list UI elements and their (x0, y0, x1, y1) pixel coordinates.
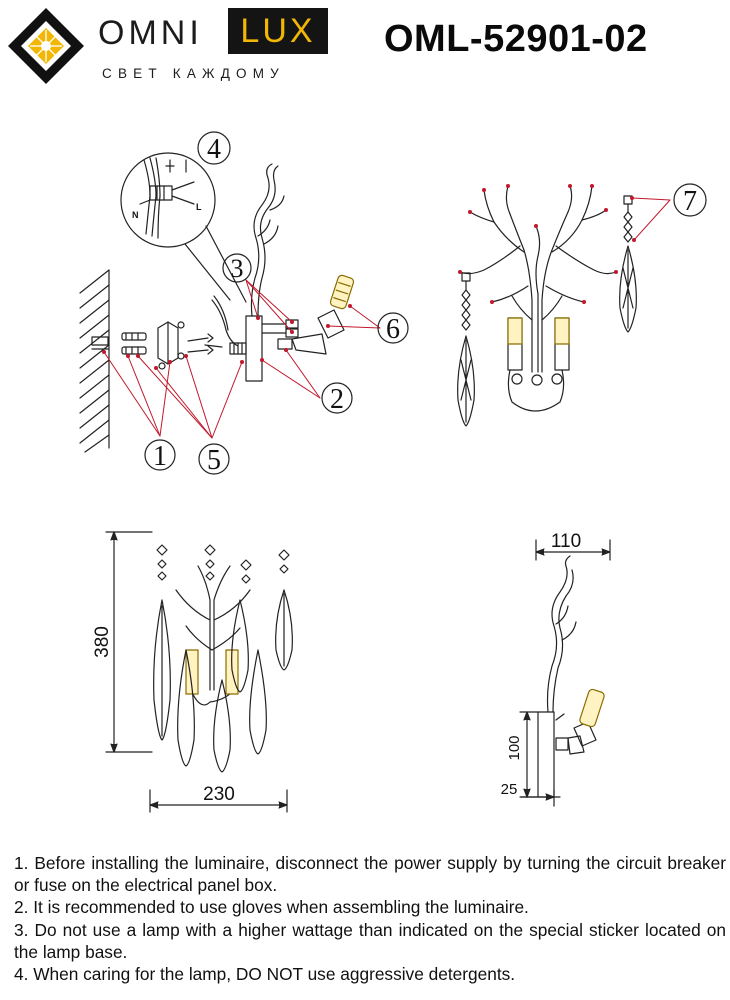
mounting-bracket (157, 321, 185, 370)
callout-7-label: 7 (683, 186, 697, 217)
callout-3 (222, 253, 252, 283)
callout-2 (321, 382, 353, 414)
crystal-right (619, 195, 637, 333)
callout-3-label: 3 (231, 254, 244, 283)
callout-5 (198, 443, 230, 475)
callout-4-label: 4 (207, 134, 221, 165)
leader-lines (103, 197, 671, 439)
dim-base-depth-label: 25 (501, 781, 518, 798)
callout-circles (144, 131, 707, 475)
diagram-canvas: 4 3 6 2 1 5 7 N L 380 230 110 100 25 (79, 131, 707, 813)
instructions: 1. Before installing the luminaire, disc… (14, 852, 726, 985)
side-base (537, 711, 555, 798)
brand-name-omni: OMNI (98, 14, 203, 52)
instruction-1: 1. Before installing the luminaire, disc… (14, 853, 726, 896)
wiring-live-label: L (196, 202, 202, 212)
crystal-left (457, 272, 475, 427)
wiring-detail (120, 152, 247, 303)
wall-hatch (79, 269, 110, 453)
callout-4 (197, 131, 231, 165)
base-plate (245, 315, 263, 382)
instruction-2: 2. It is recommended to use gloves when … (14, 897, 529, 918)
brand-logo: OMNI LUX СВЕТ КАЖДОМУ (6, 4, 336, 90)
wiring-neutral-label: N (132, 210, 139, 220)
callout-1 (144, 439, 176, 471)
dim-depth-label: 110 (551, 531, 581, 552)
front-coral (459, 185, 617, 373)
dim-base-height-label: 100 (506, 735, 523, 760)
brand-name-lux: LUX (228, 8, 328, 54)
side-dimension-view (519, 539, 611, 807)
callout-5-label: 5 (207, 445, 221, 476)
logo-diamond-icon (8, 8, 84, 84)
dim-height-label: 380 (92, 626, 113, 658)
installation-diagram: 4 3 6 2 1 5 7 N L 380 230 110 100 25 (0, 95, 730, 840)
header: OMNI LUX СВЕТ КАЖДОМУ OML-52901-02 (0, 0, 730, 95)
assembly-view (79, 152, 355, 453)
callout-6 (377, 312, 409, 344)
brand-tagline: СВЕТ КАЖДОМУ (102, 66, 285, 81)
dim-width-label: 230 (203, 784, 235, 805)
instruction-4: 4. When caring for the lamp, DO NOT use … (14, 964, 516, 985)
callout-6-label: 6 (386, 314, 400, 345)
screws (187, 333, 214, 355)
front-view (457, 185, 637, 427)
front-dimension-crystals (153, 544, 293, 773)
coral-branch (250, 163, 285, 317)
front-base (507, 369, 565, 412)
terminal-block (229, 342, 247, 355)
front-dimension-view (105, 531, 293, 813)
callout-2-label: 2 (330, 384, 344, 415)
callout-1-label: 1 (153, 441, 167, 472)
callout-7 (673, 183, 707, 217)
wall-plugs (121, 332, 147, 355)
socket-arm (277, 274, 355, 355)
model-code: OML-52901-02 (384, 18, 648, 60)
instruction-3: 3. Do not use a lamp with a higher watta… (14, 919, 726, 962)
